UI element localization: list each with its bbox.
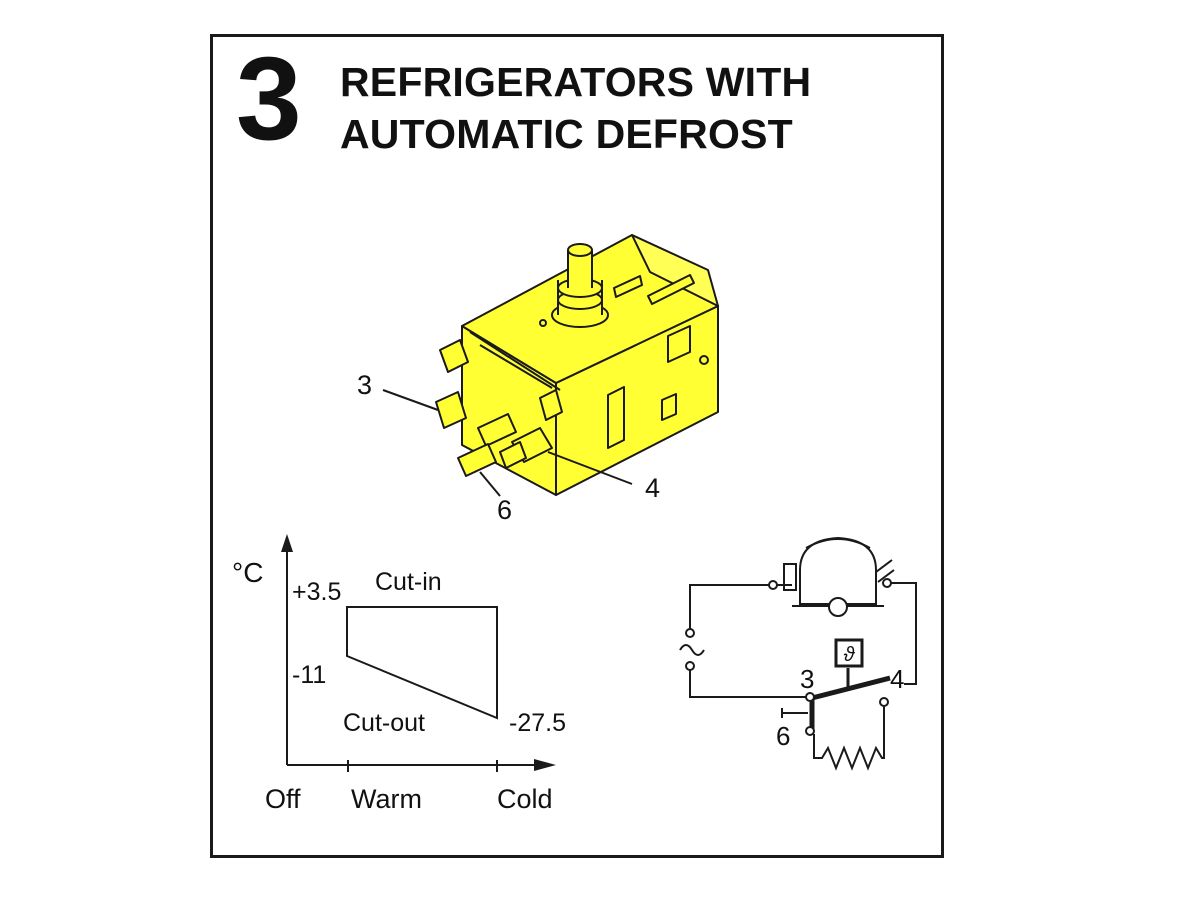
- value-cut-in-temp: +3.5: [292, 578, 341, 606]
- diagram-frame: [210, 34, 944, 858]
- terminal-tab-left: [439, 339, 469, 373]
- x-label-warm: Warm: [351, 784, 422, 814]
- section-title: REFRIGERATORS WITH AUTOMATIC DEFROST: [340, 56, 811, 160]
- cut-in-cut-out-region: [346, 606, 498, 720]
- temperature-graph: °C +3.5 -11 -27.5 Cut-in Cut-out Off War…: [232, 534, 566, 814]
- x-axis-arrow: [534, 759, 556, 771]
- thermostat-label-4: 4: [645, 473, 660, 503]
- value-cold-cut-out: -27.5: [509, 709, 566, 737]
- unit-label: °C: [232, 557, 263, 588]
- y-axis-arrow: [281, 534, 293, 552]
- thermostat-illustration: [435, 234, 719, 496]
- cut-in-label: Cut-in: [375, 568, 442, 596]
- x-label-off: Off: [265, 784, 301, 814]
- circuit-label-3: 3: [800, 664, 814, 694]
- thermostat-switch-lever: [811, 675, 891, 701]
- thermostat-label-3: 3: [357, 370, 372, 400]
- ac-supply-symbol: [679, 644, 705, 656]
- title-line-1: REFRIGERATORS WITH: [340, 59, 812, 105]
- cut-out-label: Cut-out: [343, 709, 425, 737]
- thermo-sensor-box: [834, 638, 864, 668]
- value-warm-cut-out: -11: [292, 661, 326, 689]
- circuit-label-6: 6: [776, 721, 790, 751]
- x-label-cold: Cold: [497, 784, 553, 814]
- defrost-heater-resistor: [813, 704, 885, 771]
- terminal-6: [457, 443, 497, 477]
- circuit-label-4: 4: [890, 664, 904, 694]
- compressor-icon: [783, 536, 895, 617]
- section-number: 3: [236, 33, 302, 165]
- thermo-symbol: ϑ: [844, 644, 856, 666]
- terminal-3: [435, 391, 467, 429]
- control-shaft: [551, 243, 609, 328]
- thermostat-label-6: 6: [497, 495, 512, 525]
- circuit-diagram: [679, 536, 917, 771]
- leader-lines: [382, 389, 633, 497]
- title-line-2: AUTOMATIC DEFROST: [340, 111, 793, 157]
